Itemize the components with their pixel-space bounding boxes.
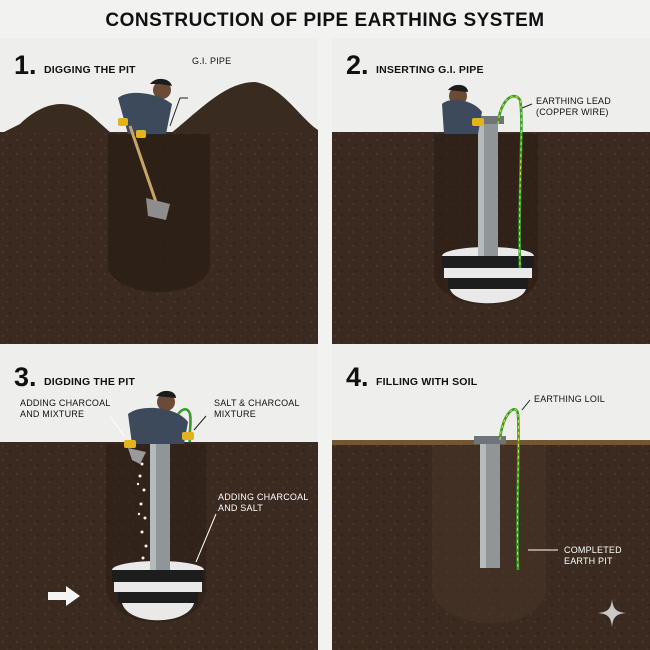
adding-charcoal-salt-label: ADDING CHARCOAL <box>218 492 309 502</box>
gi-pipe-label: G.I. PIPE <box>192 56 232 66</box>
soil-mound-right <box>170 82 318 134</box>
worker-figure <box>124 390 194 464</box>
soil-mound-left <box>0 104 112 134</box>
completed-pit-scene-illustration <box>332 344 650 650</box>
panel-filling-with-soil: 4. FILLING WITH SOIL EARTHING LOIL COMPL… <box>332 344 650 650</box>
step-heading: INSERTING G.I. PIPE <box>376 64 484 76</box>
copper-wire-label: (COPPER WIRE) <box>536 107 609 117</box>
step-heading: FILLING WITH SOIL <box>376 376 478 388</box>
digging-scene-illustration <box>0 38 318 344</box>
adding-charcoal-salt-label-line2: AND SALT <box>218 503 263 513</box>
step-heading: DIGDING THE PIT <box>44 376 136 388</box>
panel-digging-the-pit: 1. DIGGING THE PIT G.I. PIPE <box>0 38 318 344</box>
panel-adding-charcoal: 3. DIGDING THE PIT ADDING CHARCOAL AND M… <box>0 344 318 650</box>
earthing-loil-label: EARTHING LOIL <box>534 394 605 404</box>
salt-stream <box>136 462 148 560</box>
earthing-lead-label: EARTHING LEAD <box>536 96 611 106</box>
adding-charcoal-mixture-label: ADDING CHARCOAL <box>20 398 111 408</box>
salt-charcoal-mixture-label-line2: MIXTURE <box>214 409 256 419</box>
adding-charcoal-mixture-label-line2: AND MIXTURE <box>20 409 85 419</box>
step-number: 3. <box>14 362 37 392</box>
step-heading: DIGGING THE PIT <box>44 64 136 76</box>
salt-charcoal-mixture-label: SALT & CHARCOAL <box>214 398 300 408</box>
page-title: CONSTRUCTION OF PIPE EARTHING SYSTEM <box>105 10 545 31</box>
worker-figure <box>118 78 172 220</box>
right-arrow-icon <box>48 586 80 606</box>
worker-figure <box>442 84 484 134</box>
panel-inserting-gi-pipe: 2. INSERTING G.I. PIPE EARTHING LEAD (CO… <box>332 38 650 344</box>
step-number: 1. <box>14 50 37 80</box>
step-number: 2. <box>346 50 369 80</box>
sparkle-icon <box>598 599 626 627</box>
inserting-pipe-scene-illustration <box>332 38 650 344</box>
completed-earth-pit-label: COMPLETED <box>564 545 622 555</box>
completed-earth-pit-label-line2: EARTH PIT <box>564 556 613 566</box>
step-number: 4. <box>346 362 369 392</box>
